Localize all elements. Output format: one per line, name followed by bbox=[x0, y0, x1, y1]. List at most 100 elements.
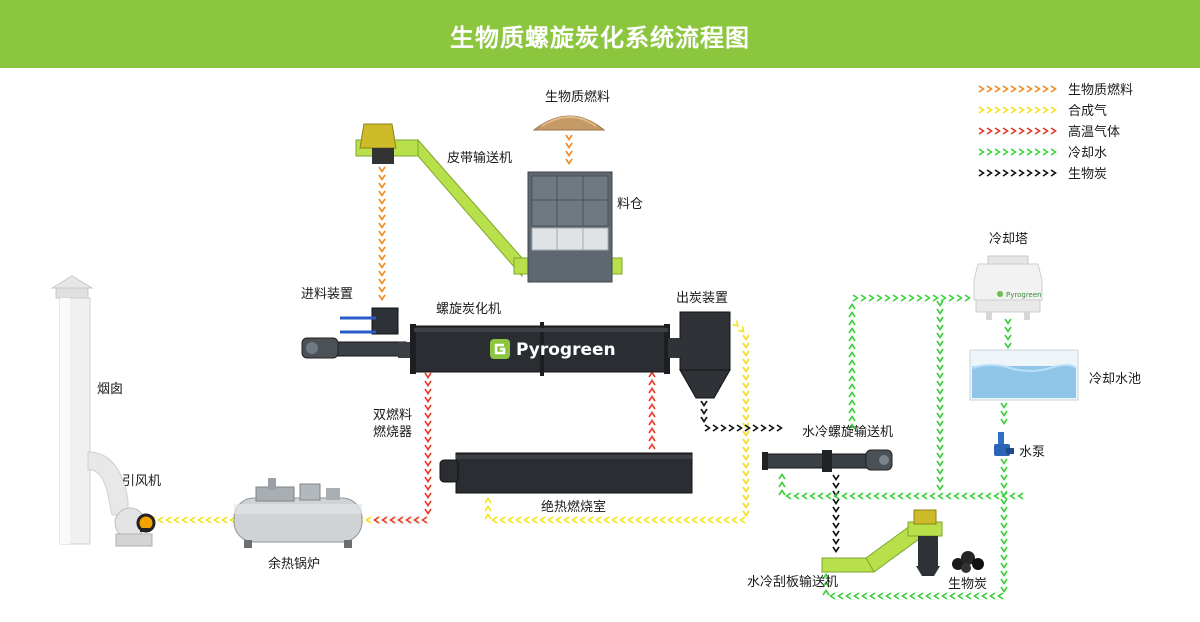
flow-chevron bbox=[860, 294, 867, 302]
brand-logo-text: Pyrogreen bbox=[516, 340, 616, 360]
page-title: 生物质螺旋炭化系统流程图 bbox=[450, 24, 750, 52]
flow-chevron bbox=[876, 294, 883, 302]
flow-chevron bbox=[905, 492, 912, 500]
cooling-tower: Pyrogreen bbox=[973, 255, 1043, 320]
flow-chevron bbox=[936, 356, 944, 363]
flow-chevron bbox=[1000, 410, 1008, 417]
flow-chevron bbox=[1000, 482, 1008, 489]
flow-chevron bbox=[936, 300, 944, 307]
flow-chevron bbox=[1009, 492, 1016, 500]
flow-chevron bbox=[793, 492, 800, 500]
flow-chevron bbox=[373, 516, 380, 524]
flow-chevron bbox=[378, 286, 386, 293]
flow-chevron bbox=[925, 592, 932, 600]
pump-label: 水泵 bbox=[1019, 445, 1045, 460]
biomass-to-silo-flow bbox=[565, 134, 573, 165]
flow-chevron bbox=[785, 492, 792, 500]
flow-chevron bbox=[1000, 578, 1008, 585]
flow-chevron bbox=[881, 492, 888, 500]
flow-chevron bbox=[603, 516, 610, 524]
flow-chevron bbox=[848, 343, 856, 350]
flow-chevron bbox=[648, 387, 656, 394]
flow-chevron bbox=[848, 367, 856, 374]
flow-chevron bbox=[378, 278, 386, 285]
flow-chevron bbox=[986, 106, 993, 114]
flow-chevron bbox=[389, 516, 396, 524]
flow-chevron bbox=[848, 407, 856, 414]
flow-chevron bbox=[897, 492, 904, 500]
flow-chevron bbox=[986, 85, 993, 93]
flow-chevron bbox=[1026, 169, 1033, 177]
flow-chevron bbox=[378, 214, 386, 221]
flow-chevron bbox=[986, 148, 993, 156]
flow-chevron bbox=[832, 522, 840, 529]
flow-chevron bbox=[715, 516, 722, 524]
flow-chevron bbox=[421, 516, 428, 524]
chimney bbox=[50, 275, 129, 545]
flow-chevron bbox=[205, 516, 212, 524]
flow-chevron bbox=[978, 169, 985, 177]
flow-chevron bbox=[742, 438, 750, 445]
flow-chevron bbox=[978, 148, 985, 156]
flow-chevron bbox=[801, 492, 808, 500]
flow-chevron bbox=[940, 294, 947, 302]
flow-chevron bbox=[776, 424, 783, 432]
flow-chevron bbox=[700, 400, 708, 407]
flow-chevron bbox=[913, 492, 920, 500]
pump-to-scraper-flow bbox=[822, 458, 1008, 600]
flow-chevron bbox=[861, 592, 868, 600]
flow-chevron bbox=[1000, 466, 1008, 473]
discharge-label: 出炭装置 bbox=[676, 291, 728, 306]
flow-chevron bbox=[961, 492, 968, 500]
flow-chevron bbox=[936, 340, 944, 347]
flow-chevron bbox=[565, 142, 573, 149]
burner-label-line2: 燃烧器 bbox=[373, 424, 412, 440]
flow-chevron bbox=[659, 516, 666, 524]
hotgas-to-boiler-flow bbox=[373, 372, 432, 524]
tower-brand-text: Pyrogreen bbox=[1006, 291, 1042, 299]
flow-chevron bbox=[1000, 402, 1008, 409]
flow-chevron bbox=[424, 428, 432, 435]
flow-chevron bbox=[1026, 148, 1033, 156]
flow-chevron bbox=[627, 516, 634, 524]
flow-chevron bbox=[648, 427, 656, 434]
water-to-screw-flow bbox=[778, 473, 1024, 500]
flow-chevron bbox=[832, 506, 840, 513]
flow-chevron bbox=[424, 452, 432, 459]
flow-chevron bbox=[994, 127, 1001, 135]
flow-chevron bbox=[1042, 169, 1049, 177]
flow-chevron bbox=[929, 492, 936, 500]
chamber-label: 绝热燃烧室 bbox=[541, 499, 606, 515]
flow-chevron bbox=[893, 592, 900, 600]
flow-chevron bbox=[1050, 169, 1057, 177]
flow-chevron bbox=[977, 492, 984, 500]
flow-chevron bbox=[1026, 85, 1033, 93]
flow-chevron bbox=[742, 358, 750, 365]
flow-chevron bbox=[523, 516, 530, 524]
flow-chevron bbox=[822, 589, 830, 596]
cooling-pool-label: 冷却水池 bbox=[1089, 372, 1141, 387]
flow-chevron bbox=[1034, 106, 1041, 114]
flow-chevron bbox=[1026, 127, 1033, 135]
flow-chevron bbox=[936, 316, 944, 323]
flow-chevron bbox=[837, 592, 844, 600]
flow-chevron bbox=[832, 498, 840, 505]
flow-chevron bbox=[933, 592, 940, 600]
flow-chevron bbox=[884, 294, 891, 302]
flow-chevron bbox=[932, 294, 939, 302]
boiler-label: 余热锅炉 bbox=[268, 556, 320, 572]
flow-chevron bbox=[885, 592, 892, 600]
flow-chevron bbox=[648, 435, 656, 442]
flow-chevron bbox=[832, 514, 840, 521]
flow-chevron bbox=[917, 592, 924, 600]
flow-chevron bbox=[1001, 492, 1008, 500]
flow-chevron bbox=[424, 372, 432, 379]
flow-chevron bbox=[760, 424, 767, 432]
flow-chevron bbox=[1004, 342, 1012, 349]
legend-swatch-water bbox=[978, 148, 1057, 156]
flow-chevron bbox=[648, 371, 656, 378]
flow-chevron bbox=[1034, 169, 1041, 177]
flow-chevron bbox=[936, 388, 944, 395]
flow-chevron bbox=[648, 419, 656, 426]
legend-swatch-biomass bbox=[978, 85, 1057, 93]
